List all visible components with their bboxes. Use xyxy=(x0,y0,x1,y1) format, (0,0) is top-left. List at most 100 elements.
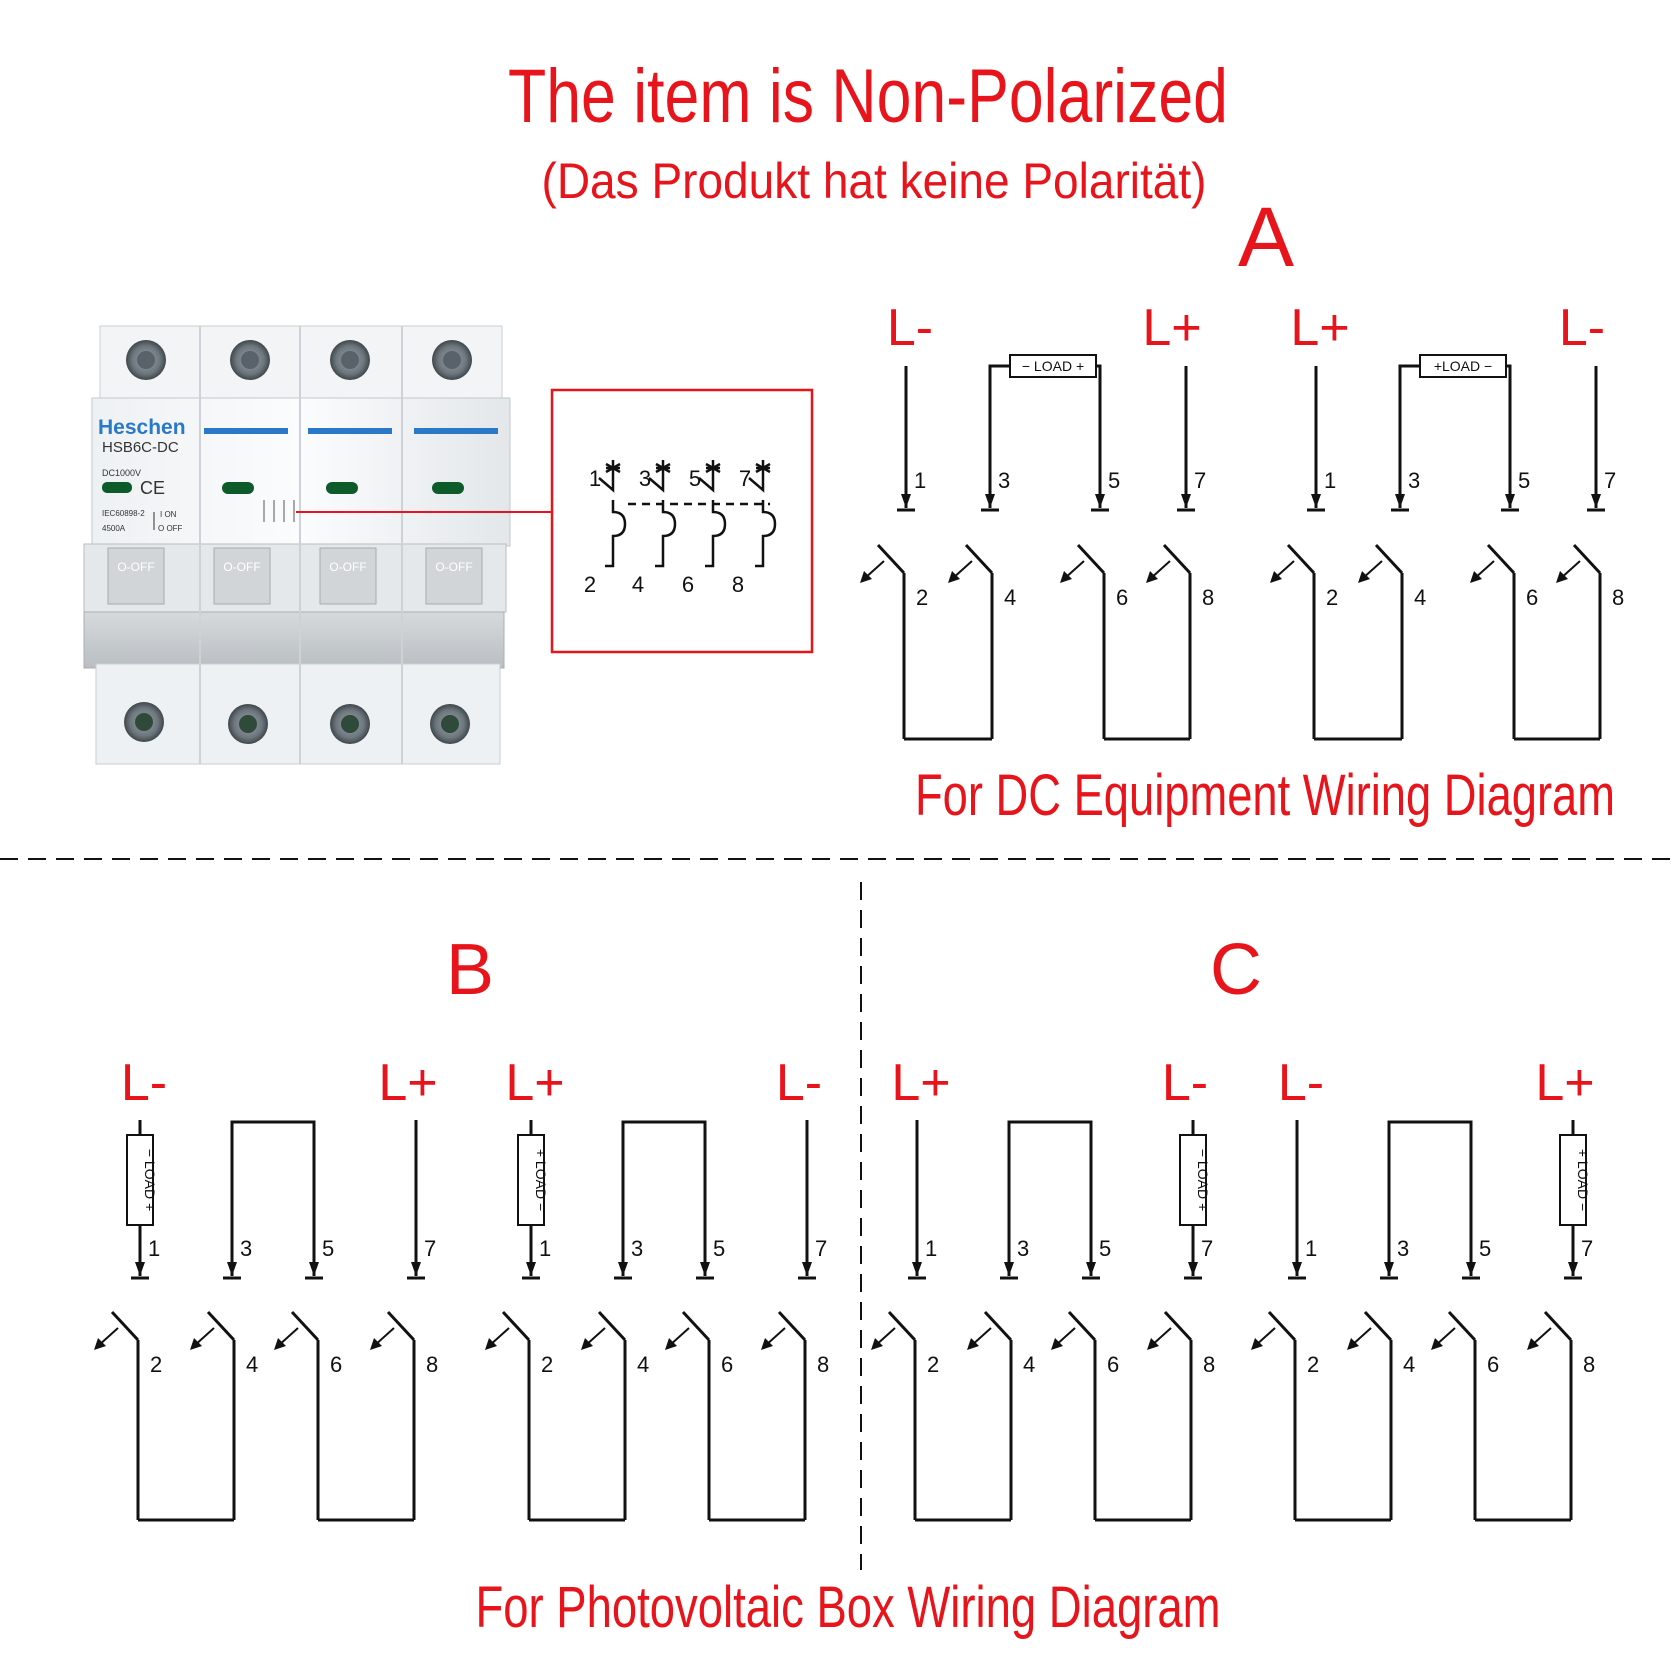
page-subtitle: (Das Produkt hat keine Polarität) xyxy=(542,153,1207,209)
line-label-left: L+ xyxy=(505,1054,564,1112)
arrow-head-icon xyxy=(802,1262,812,1276)
screw-icon xyxy=(330,340,370,380)
terminal-number: 5 xyxy=(1518,468,1530,493)
terminal-number: 3 xyxy=(1397,1236,1409,1261)
breaker-handle: O-OFF xyxy=(213,547,271,605)
contact-number: 6 xyxy=(1116,585,1128,610)
product-rating: DC1000V xyxy=(102,468,141,478)
terminal-number: 5 xyxy=(1108,468,1120,493)
svg-text:2: 2 xyxy=(584,572,596,597)
contact-blade xyxy=(1543,1310,1573,1342)
terminal-number: 7 xyxy=(1604,468,1616,493)
line-label-left: L- xyxy=(1278,1054,1324,1112)
contact-number: 2 xyxy=(927,1352,939,1377)
contact-blade xyxy=(887,1310,917,1342)
arrow-head-icon xyxy=(1591,494,1601,508)
contact-blade xyxy=(1076,543,1106,575)
contact-blade xyxy=(597,1310,627,1342)
terminal-number: 1 xyxy=(925,1236,937,1261)
terminal-number: 5 xyxy=(1479,1236,1491,1261)
arrow-head-icon xyxy=(581,1338,593,1350)
product-model: HSB6C-DC xyxy=(102,439,179,456)
contact-blade xyxy=(777,1310,807,1342)
contact-blade xyxy=(1286,543,1316,575)
terminal-number: 3 xyxy=(240,1236,252,1261)
svg-text:O-OFF: O-OFF xyxy=(223,560,260,574)
screw-icon xyxy=(330,704,370,744)
screw-icon xyxy=(432,340,472,380)
load-box xyxy=(1179,1134,1207,1226)
screw-icon xyxy=(228,704,268,744)
contact-number: 4 xyxy=(1403,1352,1415,1377)
arrow-head-icon xyxy=(871,1338,883,1350)
terminal-number: 7 xyxy=(815,1236,827,1261)
arrow-head-icon xyxy=(370,1338,382,1350)
arrow-head-icon xyxy=(665,1338,677,1350)
page-title: The item is Non-Polarized xyxy=(508,54,1228,139)
svg-text:8: 8 xyxy=(732,572,744,597)
terminal-number: 1 xyxy=(914,468,926,493)
terminal-number: 5 xyxy=(322,1236,334,1261)
contact-blade xyxy=(1572,543,1602,575)
contact-blade xyxy=(876,543,906,575)
arrow-head-icon xyxy=(1505,494,1515,508)
breaker-product-illustration: Heschen HSB6C-DC DC1000V CE IEC60898-2 4… xyxy=(83,325,511,765)
ce-mark: CE xyxy=(140,478,165,498)
contact-number: 2 xyxy=(541,1352,553,1377)
contact-number: 6 xyxy=(1526,585,1538,610)
line-label-right: L+ xyxy=(1142,299,1201,357)
arrow-head-icon xyxy=(1527,1338,1539,1350)
line-label-right: L- xyxy=(1162,1054,1208,1112)
footer-caption: For Photovoltaic Box Wiring Diagram xyxy=(476,1575,1221,1640)
arrow-head-icon xyxy=(526,1262,536,1276)
svg-text:6: 6 xyxy=(682,572,694,597)
arrow-head-icon xyxy=(1188,1262,1198,1276)
contact-number: 2 xyxy=(916,585,928,610)
contact-blade xyxy=(1374,543,1404,575)
contact-number: 4 xyxy=(637,1352,649,1377)
arrow-head-icon xyxy=(1431,1338,1443,1350)
contact-number: 8 xyxy=(817,1352,829,1377)
off-label: O OFF xyxy=(158,524,183,533)
arrow-head-icon xyxy=(94,1338,106,1350)
arrow-head-icon xyxy=(618,1262,628,1276)
arrow-head-icon xyxy=(1060,571,1072,583)
contact-number: 2 xyxy=(1326,585,1338,610)
arrow-head-icon xyxy=(485,1338,497,1350)
arrow-head-icon xyxy=(1292,1262,1302,1276)
schematic-callout-box xyxy=(550,388,814,654)
line-label-left: L- xyxy=(887,299,933,357)
terminal-number: 3 xyxy=(998,468,1010,493)
contact-blade xyxy=(1162,543,1192,575)
load-box xyxy=(1419,354,1507,378)
contact-number: 6 xyxy=(721,1352,733,1377)
contact-number: 2 xyxy=(1307,1352,1319,1377)
terminal-number: 3 xyxy=(1408,468,1420,493)
section-a-caption: For DC Equipment Wiring Diagram xyxy=(915,763,1615,828)
arrow-head-icon xyxy=(1347,1338,1359,1350)
arrow-head-icon xyxy=(985,494,995,508)
contact-number: 4 xyxy=(1004,585,1016,610)
arrow-head-icon xyxy=(190,1338,202,1350)
arrow-head-icon xyxy=(700,1262,710,1276)
contact-blade xyxy=(983,1310,1013,1342)
contact-number: 8 xyxy=(1203,1352,1215,1377)
arrow-head-icon xyxy=(1086,1262,1096,1276)
arrow-head-icon xyxy=(967,1338,979,1350)
contact-number: 6 xyxy=(330,1352,342,1377)
arrow-head-icon xyxy=(912,1262,922,1276)
contact-blade xyxy=(386,1310,416,1342)
line-label-left: L- xyxy=(121,1054,167,1112)
contact-blade xyxy=(964,543,994,575)
load-label: + LOAD − xyxy=(1575,1149,1591,1211)
line-label-right: L- xyxy=(776,1054,822,1112)
terminal-number: 7 xyxy=(1194,468,1206,493)
contact-blade xyxy=(1067,1310,1097,1342)
terminal-number: 1 xyxy=(148,1236,160,1261)
svg-text:1: 1 xyxy=(589,466,601,491)
terminal-number: 1 xyxy=(1305,1236,1317,1261)
arrow-head-icon xyxy=(860,571,872,583)
load-label: + LOAD − xyxy=(533,1149,549,1211)
